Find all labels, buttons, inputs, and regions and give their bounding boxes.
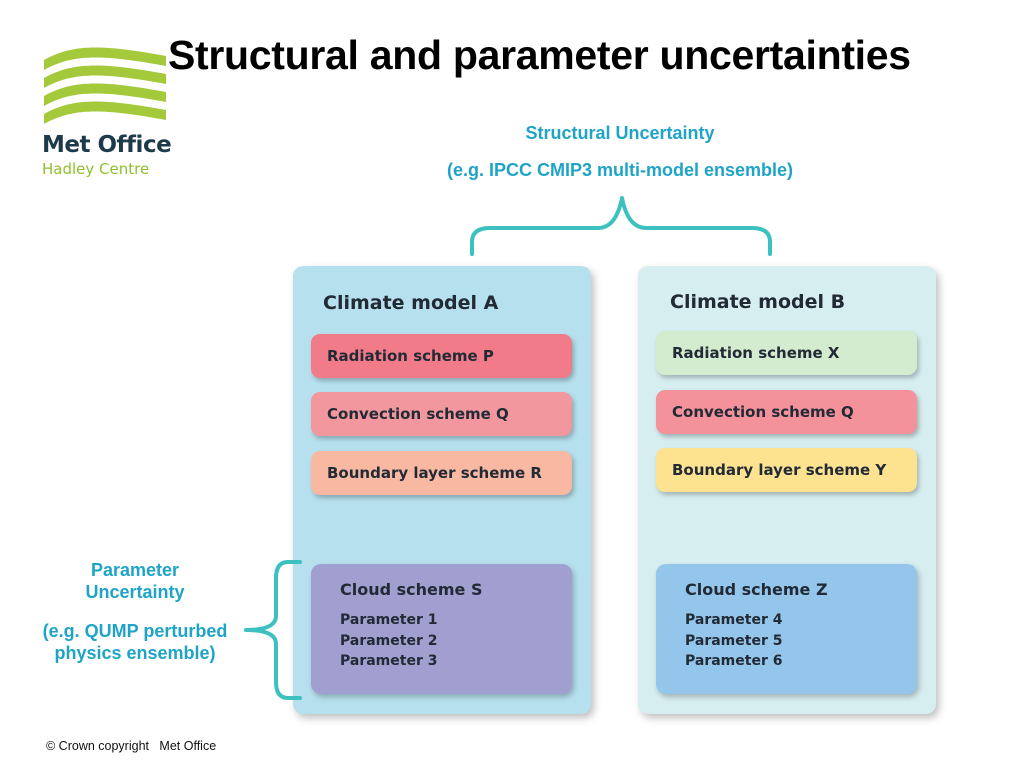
cloud-scheme-s-title: Cloud scheme S [340,580,483,599]
parameter-uncertainty-example: (e.g. QUMP perturbed physics ensemble) [42,621,228,663]
structural-uncertainty-example: (e.g. IPCC CMIP3 multi-model ensemble) [446,160,794,180]
slide-title: Structural and parameter uncertainties [168,32,911,78]
parameter-1: Parameter 1 [340,612,438,628]
climate-model-b-panel: Climate model B Radiation scheme X Conve… [638,266,936,714]
footer-copyright: © Crown copyright Met Office [46,739,217,753]
parameter-2: Parameter 2 [340,632,438,649]
structural-uncertainty-label: Structural Uncertainty [525,123,715,143]
climate-model-a-panel: Climate model A Radiation scheme P Conve… [293,266,591,714]
climate-model-b-title: Climate model B [670,291,846,313]
cloud-scheme-s: Cloud scheme S Parameter 1 Parameter 2 P… [311,564,572,694]
climate-model-a-title: Climate model A [323,292,499,314]
waves-icon [44,47,166,124]
radiation-scheme-x: Radiation scheme X [656,331,917,375]
convection-scheme-q-b: Convection scheme Q [656,390,917,434]
parameter-3: Parameter 3 [340,653,438,669]
boundary-layer-scheme-r: Boundary layer scheme R [311,451,572,495]
logo-name: Met Office [42,132,172,158]
structural-brace-icon [470,196,772,256]
cloud-scheme-z: Cloud scheme Z Parameter 4 Parameter 5 P… [656,564,917,694]
met-office-logo: Met Office Hadley Centre [38,42,178,187]
cloud-scheme-z-title: Cloud scheme Z [685,580,828,599]
parameter-uncertainty-label: Parameter Uncertainty [85,560,185,602]
parameter-brace-icon [244,560,302,700]
parameter-5: Parameter 5 [685,632,783,649]
parameter-6: Parameter 6 [685,653,783,669]
radiation-scheme-p: Radiation scheme P [311,334,572,378]
boundary-layer-scheme-y: Boundary layer scheme Y [656,448,917,492]
parameter-4: Parameter 4 [685,612,783,628]
convection-scheme-q: Convection scheme Q [311,392,572,436]
logo-subname: Hadley Centre [42,160,150,178]
